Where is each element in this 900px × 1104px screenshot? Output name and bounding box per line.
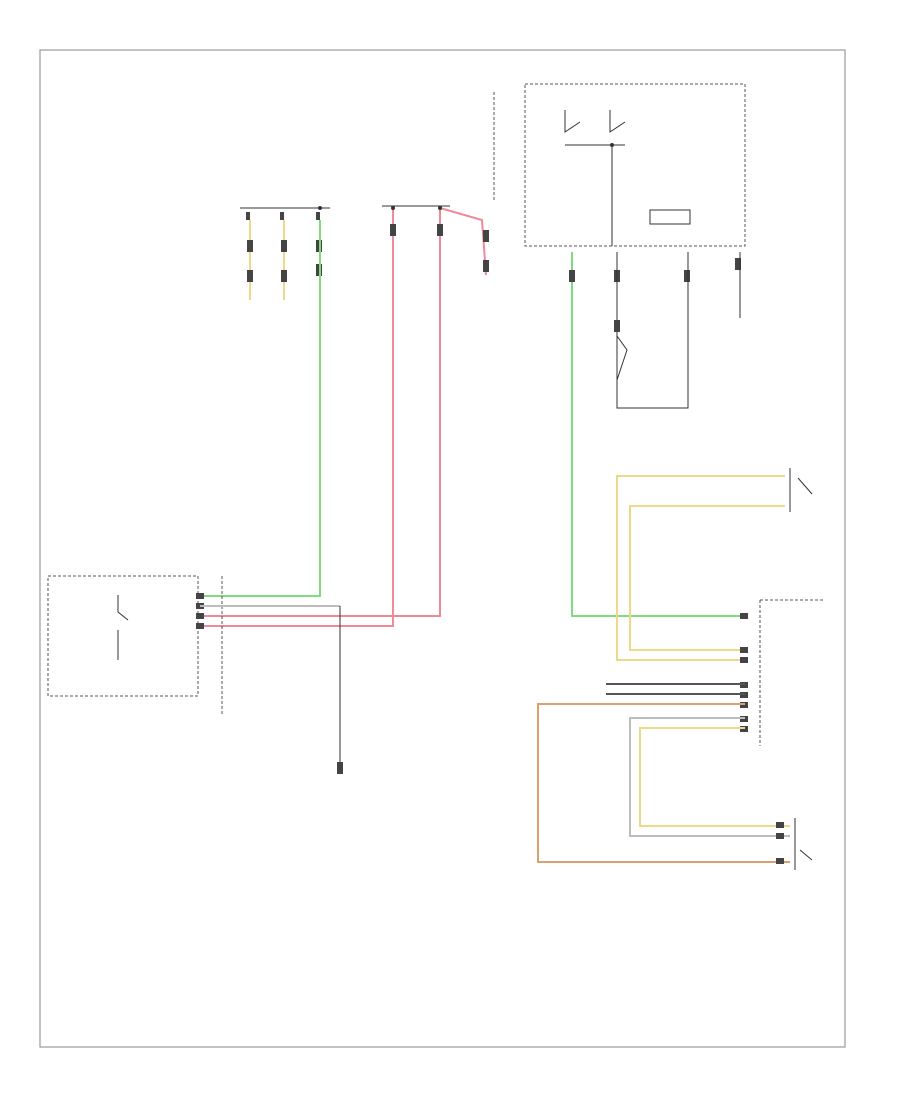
wire-gray-sensor [629,717,790,837]
relay-inline-component [614,320,620,332]
wire-red-2 [200,208,441,617]
wire-green-right [571,252,745,617]
relay-coil [649,209,691,225]
relay-box [524,83,746,247]
switch-module-pins [196,593,204,629]
relay-inline-switch [616,335,628,381]
wire-red-ground-lead [439,207,487,276]
ecm-pins [740,613,748,732]
fuse-pins-left [246,212,320,220]
splice-points [318,143,614,210]
wire-black-relay-loop [616,252,689,409]
wire-orange-sensor [537,703,790,863]
wire-yellow-sensor-1 [616,475,785,661]
switch-module-box [47,575,199,697]
sensor-top-symbol [789,468,813,512]
switch-contact-upper [117,595,129,621]
page-border [39,49,846,1048]
ground-connector-switch [337,762,343,774]
relay-contact-right [609,110,626,133]
wire-yellow-sensor-3 [639,727,790,827]
wire-green-main [200,220,321,597]
red-wire-connectors [390,224,489,272]
relay-output-connectors [569,258,741,282]
wire-yellow-sensor-2 [629,505,785,651]
bottom-sensor-connectors [776,822,784,864]
sensor-bottom-symbol [794,818,813,870]
wire-red-1 [200,208,394,627]
relay-contact-left [564,110,581,133]
